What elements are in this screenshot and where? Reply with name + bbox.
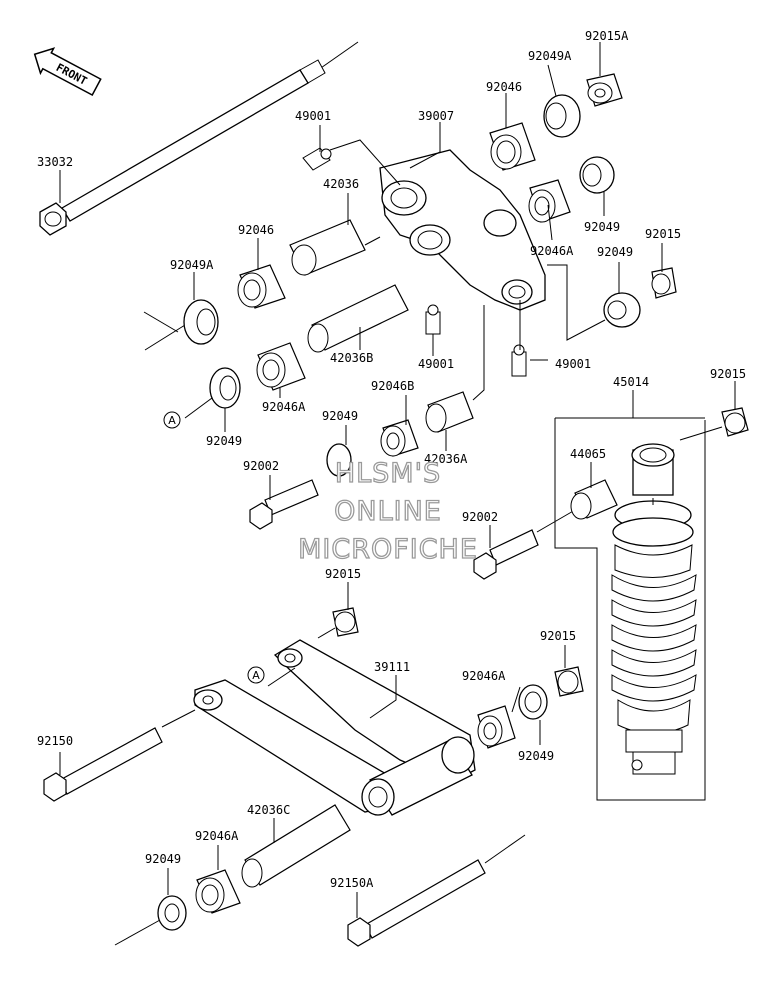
seal-92049-lower-right: [518, 684, 548, 720]
bearing-92046A-bottom: [195, 869, 241, 914]
part-label: 49001: [418, 357, 454, 371]
watermark-line-1: HLSM'S: [335, 458, 441, 489]
part-label: 92049A: [528, 49, 572, 63]
rocker-arm-39007: [379, 149, 546, 311]
part-label: 92015: [710, 367, 746, 381]
nut-92015-right: [651, 267, 677, 299]
part-label: 92015: [540, 629, 576, 643]
seal-92049-bottom: [114, 895, 187, 946]
seal-92049-mid-right: [603, 292, 641, 328]
part-label: 92046: [486, 80, 522, 94]
seal-92049A-left: [144, 299, 219, 351]
part-label: 92046A: [462, 669, 506, 683]
bearing-92046A-lower-right: [477, 705, 516, 749]
grease-nipple-49001-mid: [425, 304, 441, 335]
seal-92049-center: [326, 443, 352, 477]
seal-92049-left: [209, 367, 241, 409]
nut-92015-lower: [332, 607, 359, 637]
part-label: 92049A: [170, 258, 214, 272]
part-label: 45014: [613, 375, 649, 389]
part-label: 33032: [37, 155, 73, 169]
callout-a-upper-label: A: [168, 414, 176, 427]
front-direction-arrow: FRONT: [33, 47, 102, 97]
part-label: 39111: [374, 660, 410, 674]
part-label: 92046A: [195, 829, 239, 843]
grease-nipple-49001-right: [511, 344, 527, 377]
part-label: 92049: [597, 245, 633, 259]
callout-a-upper: A: [163, 411, 181, 429]
leader-lines: [59, 42, 736, 918]
bearing-92046A-mid: [528, 179, 571, 223]
bearing-92046B: [380, 419, 419, 457]
part-label: 92049: [584, 220, 620, 234]
part-label: 49001: [555, 357, 591, 371]
bolt-92150A: [347, 834, 526, 947]
part-label: 49001: [295, 109, 331, 123]
part-label: 39007: [418, 109, 454, 123]
watermark-line-2: ONLINE: [334, 496, 442, 527]
part-label: 92046: [238, 223, 274, 237]
collar-44065: [570, 479, 618, 520]
callout-a-lower-label: A: [252, 669, 260, 682]
seal-92049A-top: [543, 94, 581, 138]
part-label: 92015: [645, 227, 681, 241]
sleeve-42036A: [425, 391, 474, 433]
seal-92049-upper-right: [579, 156, 615, 194]
bearing-92046-left: [237, 264, 286, 309]
part-label: 42036B: [330, 351, 373, 365]
bolt-92150: [43, 709, 196, 802]
part-label: 92015: [325, 567, 361, 581]
grease-nipple-49001-top: [302, 147, 332, 171]
bolt-92002-left: [249, 479, 319, 530]
part-label: 42036C: [247, 803, 290, 817]
bearing-92046-top: [489, 122, 536, 171]
part-label: 92015A: [585, 29, 629, 43]
part-label: 92002: [243, 459, 279, 473]
part-label: 92049: [322, 409, 358, 423]
part-label: 92150: [37, 734, 73, 748]
bolt-92002-right: [473, 509, 576, 580]
callout-a-lower: A: [247, 666, 265, 684]
nut-92015-shock-top: [679, 407, 749, 441]
nut-92015A: [586, 73, 623, 107]
sleeve-42036: [289, 219, 366, 276]
part-label: 92049: [145, 852, 181, 866]
part-label: 92002: [462, 510, 498, 524]
bearing-92046A-left: [256, 342, 306, 391]
shock-absorber-45014: [554, 417, 706, 801]
part-label: 44065: [570, 447, 606, 461]
part-label: 42036: [323, 177, 359, 191]
part-label: 92046A: [262, 400, 306, 414]
watermark-line-3: MICROFICHE: [298, 534, 478, 565]
part-labels: 33032 49001 39007 92046 92049A 92015A 42…: [37, 29, 746, 890]
tie-rod-39111: [193, 639, 476, 816]
part-label: 42036A: [424, 452, 468, 466]
part-label: 92150A: [330, 876, 374, 890]
sleeve-42036C: [241, 804, 351, 888]
watermark: HLSM'S ONLINE MICROFICHE: [297, 457, 478, 565]
part-label: 92049: [518, 749, 554, 763]
nut-92015-lower-right: [554, 666, 584, 697]
part-label: 92046B: [371, 379, 414, 393]
pivot-shaft-33032: [39, 41, 359, 236]
sleeve-42036B: [307, 284, 409, 353]
part-label: 92046A: [530, 244, 574, 258]
part-label: 92049: [206, 434, 242, 448]
